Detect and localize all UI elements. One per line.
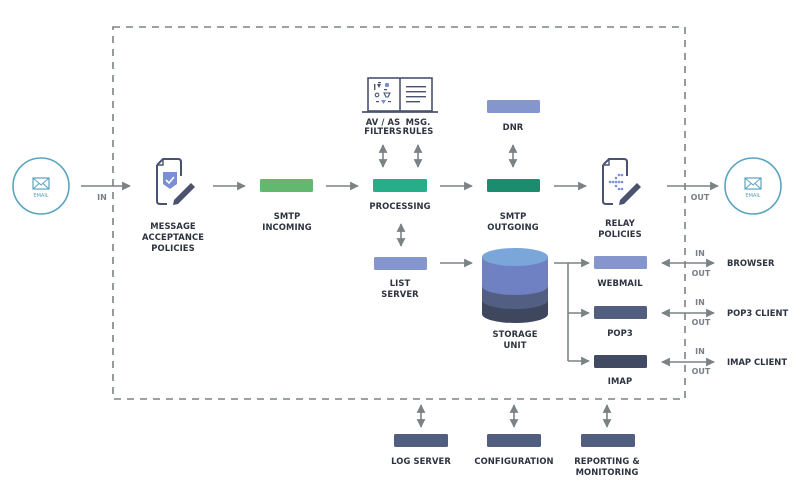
- webmail-in-label: IN: [695, 249, 705, 258]
- email-in-circle: [12, 157, 70, 215]
- svg-text:LIST: LIST: [390, 278, 411, 288]
- document-shield-check-icon[interactable]: [156, 158, 195, 205]
- pop3-in-label: IN: [695, 298, 705, 307]
- email-in-caption: EMAIL: [33, 193, 48, 199]
- pop3-out-label: OUT: [692, 318, 711, 327]
- log-server-box[interactable]: [394, 434, 448, 447]
- smtp-incoming-box[interactable]: [260, 179, 313, 192]
- imap-box[interactable]: [594, 355, 647, 368]
- imap-label: IMAP: [608, 376, 632, 386]
- envelope-icon: [32, 177, 50, 190]
- filters-rules-laptop-icon[interactable]: [362, 77, 438, 113]
- imap-in-label: IN: [695, 347, 705, 356]
- svg-text:FILTERS: FILTERS: [364, 126, 401, 136]
- smtp-outgoing-box[interactable]: [487, 179, 540, 192]
- webmail-box[interactable]: [594, 256, 647, 269]
- imap-client-label[interactable]: IMAP CLIENT: [727, 357, 787, 367]
- email-out-caption: EMAIL: [745, 193, 760, 199]
- svg-text:SMTP: SMTP: [274, 211, 301, 221]
- imap-out-label: OUT: [692, 367, 711, 376]
- configuration-label: CONFIGURATION: [474, 456, 553, 466]
- svg-text:RELAY: RELAY: [605, 218, 636, 228]
- pop3-box[interactable]: [594, 306, 647, 319]
- svg-text:MSG.: MSG.: [406, 117, 431, 127]
- dnr-label: DNR: [503, 122, 524, 132]
- reporting-label: REPORTING & MONITORING: [574, 456, 640, 477]
- processing-box[interactable]: [373, 179, 427, 192]
- smtp-incoming-label: SMTP INCOMING: [262, 211, 312, 232]
- svg-text:SERVER: SERVER: [381, 289, 419, 299]
- processing-label: PROCESSING: [369, 201, 430, 211]
- svg-text:MESSAGE: MESSAGE: [150, 221, 196, 231]
- list-server-box[interactable]: [374, 257, 427, 270]
- configuration-box[interactable]: [487, 434, 541, 447]
- in-label: IN: [97, 193, 107, 202]
- av-as-filters-label: AV / AS FILTERS: [364, 117, 401, 136]
- system-boundary: [112, 26, 686, 400]
- svg-text:POLICIES: POLICIES: [151, 243, 195, 253]
- svg-text:SMTP: SMTP: [500, 211, 527, 221]
- pop3-client-label[interactable]: POP3 CLIENT: [727, 308, 788, 318]
- email-in-node[interactable]: EMAIL: [12, 157, 70, 215]
- svg-text:INCOMING: INCOMING: [262, 222, 312, 232]
- list-server-label: LIST SERVER: [381, 278, 419, 299]
- message-acceptance-label: MESSAGE ACCEPTANCE POLICIES: [142, 221, 204, 253]
- out-label: OUT: [691, 193, 710, 202]
- relay-policies-label: RELAY POLICIES: [598, 218, 642, 239]
- document-branch-icon[interactable]: [602, 158, 641, 205]
- email-out-node[interactable]: EMAIL: [724, 157, 782, 215]
- dnr-box[interactable]: [487, 100, 540, 113]
- pop3-label: POP3: [607, 328, 633, 338]
- webmail-label: WEBMAIL: [597, 278, 643, 288]
- database-cylinder-icon[interactable]: [482, 248, 548, 323]
- log-server-label: LOG SERVER: [391, 456, 451, 466]
- svg-text:ACCEPTANCE: ACCEPTANCE: [142, 232, 204, 242]
- svg-text:POLICIES: POLICIES: [598, 229, 642, 239]
- envelope-icon: [744, 177, 762, 190]
- webmail-out-label: OUT: [692, 269, 711, 278]
- storage-unit-label: STORAGE UNIT: [492, 329, 537, 350]
- svg-text:UNIT: UNIT: [503, 340, 526, 350]
- svg-text:AV / AS: AV / AS: [366, 117, 401, 127]
- svg-text:MONITORING: MONITORING: [576, 467, 639, 477]
- svg-text:OUTGOING: OUTGOING: [487, 222, 538, 232]
- svg-text:RULES: RULES: [403, 126, 434, 136]
- svg-text:STORAGE: STORAGE: [492, 329, 537, 339]
- email-out-circle: [724, 157, 782, 215]
- storage-branch-connector: [554, 262, 569, 361]
- smtp-outgoing-label: SMTP OUTGOING: [487, 211, 538, 232]
- reporting-box[interactable]: [581, 434, 635, 447]
- browser-label[interactable]: BROWSER: [727, 258, 775, 268]
- svg-text:REPORTING &: REPORTING &: [574, 456, 640, 466]
- msg-rules-label: MSG. RULES: [403, 117, 434, 136]
